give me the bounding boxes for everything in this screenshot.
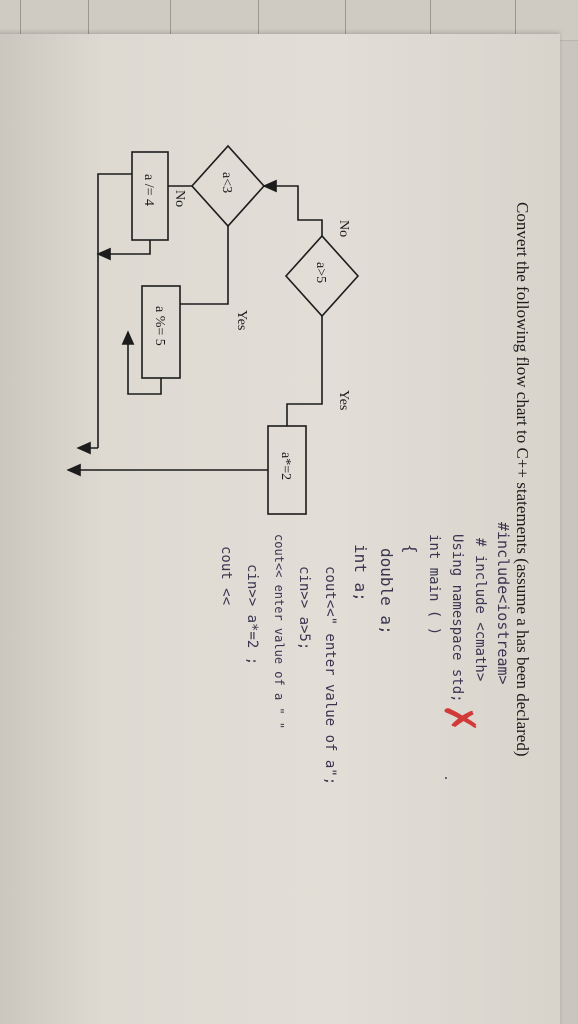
process-2-label: a %= 5 bbox=[152, 306, 167, 346]
code-line: cout<< enter value of a " " bbox=[272, 534, 286, 730]
rotated-content: Convert the following flow chart to C++ … bbox=[0, 34, 568, 1024]
grade-x-mark: ✗ bbox=[433, 698, 485, 739]
code-line: int main ( ) bbox=[426, 534, 442, 636]
no-label-1: No bbox=[336, 220, 351, 237]
code-line: int a; bbox=[351, 544, 370, 602]
yes-label-1: Yes bbox=[336, 390, 351, 410]
code-line: # include <cmath> bbox=[472, 538, 488, 682]
code-line: { bbox=[401, 544, 420, 554]
code-line: cout<<" enter value of a"; bbox=[322, 566, 338, 786]
code-line: cin>> a*=2 ; bbox=[244, 564, 260, 666]
code-line: cout << bbox=[218, 546, 234, 606]
no-label-2: No bbox=[172, 190, 187, 207]
worksheet-page: Convert the following flow chart to C++ … bbox=[0, 34, 560, 1024]
decision-a-gt-5 bbox=[284, 234, 360, 318]
process-3-label: a /= 4 bbox=[141, 174, 156, 206]
code-line: Using namespace std; bbox=[449, 534, 465, 703]
code-line: #include<iostream> bbox=[494, 522, 512, 685]
decision-2-label: a<3 bbox=[219, 172, 234, 193]
flowchart: a>5 a<3 a*=2 a %= 5 a /= 4 Yes No Yes No bbox=[66, 144, 360, 515]
ink-dot: . bbox=[441, 776, 458, 780]
decision-1-label: a>5 bbox=[313, 262, 328, 283]
code-line: cin>> a>5; bbox=[296, 566, 312, 651]
process-1-label: a*=2 bbox=[278, 452, 293, 480]
code-line: double a; bbox=[377, 548, 396, 635]
yes-label-2: Yes bbox=[234, 310, 249, 330]
